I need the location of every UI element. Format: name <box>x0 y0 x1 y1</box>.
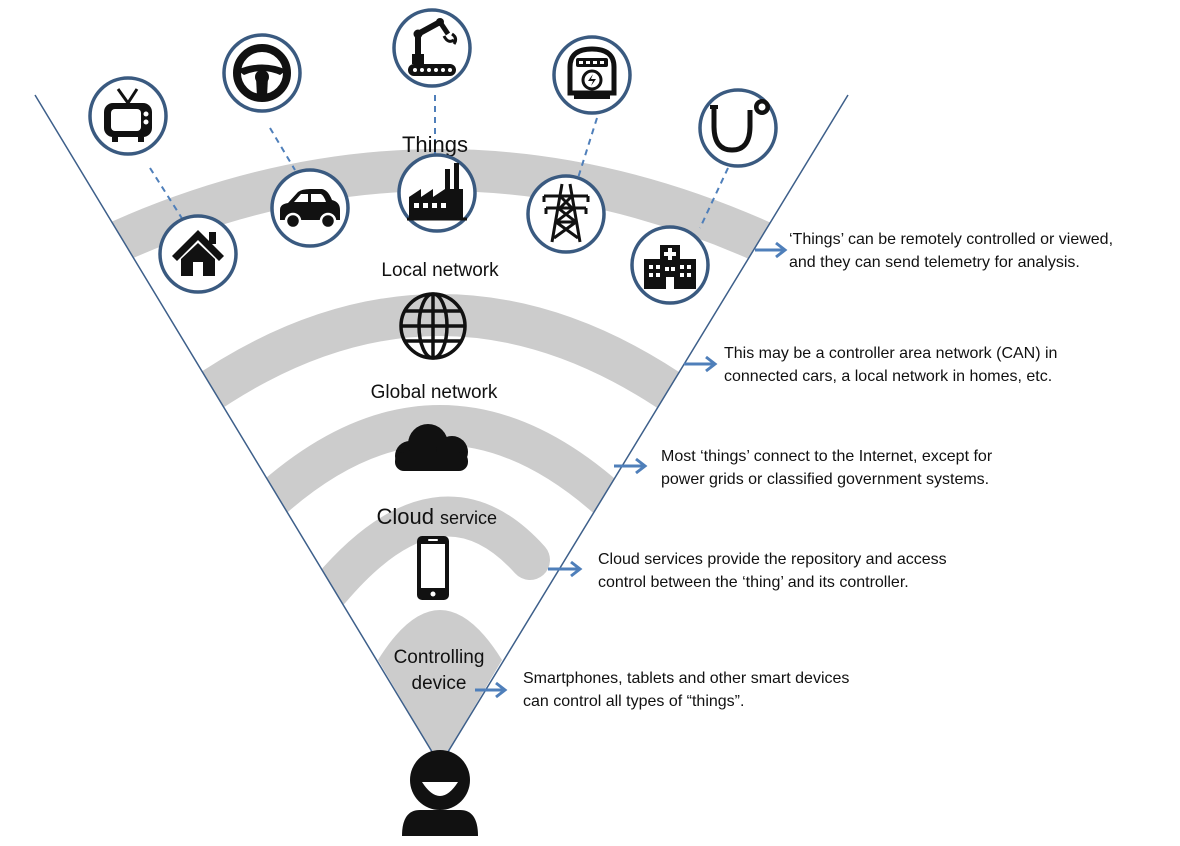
label-cloud: Cloud <box>377 504 434 529</box>
arrow-local-network <box>684 355 718 373</box>
note-cloud-service: Cloud services provide the repository an… <box>598 551 947 591</box>
stethoscope-icon <box>698 88 778 168</box>
smartphone-icon <box>417 536 449 600</box>
arrow-controlling-device <box>475 681 508 699</box>
band-local-network <box>157 294 723 437</box>
note-global-network: Most ‘things’ connect to the Internet, e… <box>661 448 993 488</box>
note-local-network: This may be a controller area network (C… <box>724 345 1058 385</box>
label-device: device <box>412 673 467 694</box>
label-things: Things <box>402 132 468 157</box>
robot-arm-icon <box>392 8 472 88</box>
arrows <box>475 241 788 699</box>
arrow-things <box>755 241 788 259</box>
label-service: service <box>440 508 497 528</box>
steering-wheel-icon <box>222 33 302 113</box>
label-global-network: Global network <box>371 382 498 403</box>
band-global-network <box>235 405 645 535</box>
label-controlling: Controlling <box>394 647 485 668</box>
note-things: ‘Things’ can be remotely controlled or v… <box>789 231 1114 271</box>
car-icon <box>270 168 350 248</box>
funnel-outline <box>34 94 849 766</box>
arrow-global-network <box>614 457 648 475</box>
band-cloud-service <box>310 496 550 610</box>
tv-icon <box>88 76 168 156</box>
band-controlling-device-fill <box>378 610 502 765</box>
user-icon <box>402 750 478 836</box>
power-meter-icon <box>552 35 632 115</box>
label-local-network: Local network <box>381 260 499 281</box>
cloud-icon <box>395 424 468 471</box>
factory-icon <box>397 153 477 233</box>
house-icon <box>158 214 238 294</box>
power-tower-icon <box>526 174 606 254</box>
globe-icon <box>399 292 467 360</box>
hospital-icon <box>630 225 710 305</box>
note-controlling-device: Smartphones, tablets and other smart dev… <box>523 670 850 710</box>
arrow-cloud-service <box>548 560 583 578</box>
dashed-connectors <box>149 95 729 229</box>
